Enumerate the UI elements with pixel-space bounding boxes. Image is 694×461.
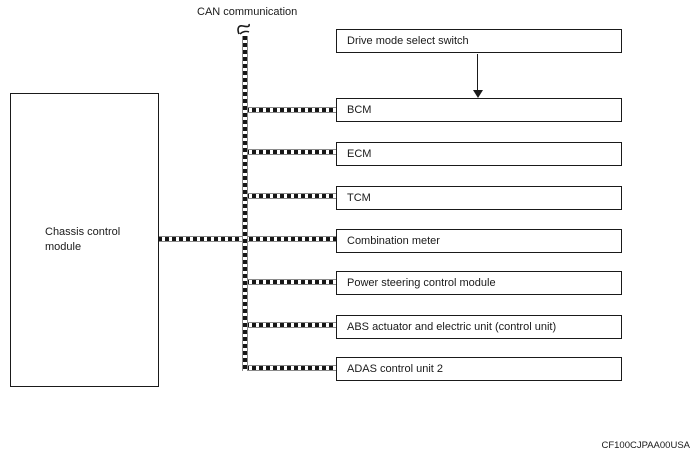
- chassis-control-module-box: Chassis control module: [10, 93, 159, 387]
- node-box-combination-meter: Combination meter: [336, 229, 622, 253]
- wire-end-curl-icon: [237, 23, 250, 35]
- node-box-adas-control-unit-2: ADAS control unit 2: [336, 357, 622, 381]
- node-box-tcm: TCM: [336, 186, 622, 210]
- node-box-power-steering-control-module: Power steering control module: [336, 271, 622, 295]
- node-box-abs-actuator-and-electric-unit: ABS actuator and electric unit (control …: [336, 315, 622, 339]
- node-box-bcm: BCM: [336, 98, 622, 122]
- node-label: Drive mode select switch: [347, 35, 469, 47]
- node-label: ADAS control unit 2: [347, 363, 443, 375]
- can-bus-trunk-line: [242, 36, 248, 371]
- branch-line-abs: [245, 322, 337, 328]
- arrowhead-down-icon: [473, 90, 483, 98]
- branch-line-adas: [245, 365, 337, 371]
- node-box-ecm: ECM: [336, 142, 622, 166]
- branch-line-bcm: [245, 107, 337, 113]
- node-label: TCM: [347, 192, 371, 204]
- node-box-drive-mode-select-switch: Drive mode select switch: [336, 29, 622, 53]
- figure-code: CF100CJPAA00USA: [601, 440, 690, 451]
- drive-mode-to-bcm-arrow-line: [477, 54, 478, 91]
- node-label: ABS actuator and electric unit (control …: [347, 321, 557, 333]
- chassis-control-module-label: Chassis control module: [45, 226, 121, 253]
- branch-line-tcm: [245, 193, 337, 199]
- node-label: BCM: [347, 104, 372, 116]
- node-label: Power steering control module: [347, 277, 496, 289]
- node-label: ECM: [347, 148, 372, 160]
- branch-line-power-steering: [245, 279, 337, 285]
- can-bus-label: CAN communication: [197, 6, 298, 18]
- branch-line-ecm: [245, 149, 337, 155]
- node-label: Combination meter: [347, 235, 440, 247]
